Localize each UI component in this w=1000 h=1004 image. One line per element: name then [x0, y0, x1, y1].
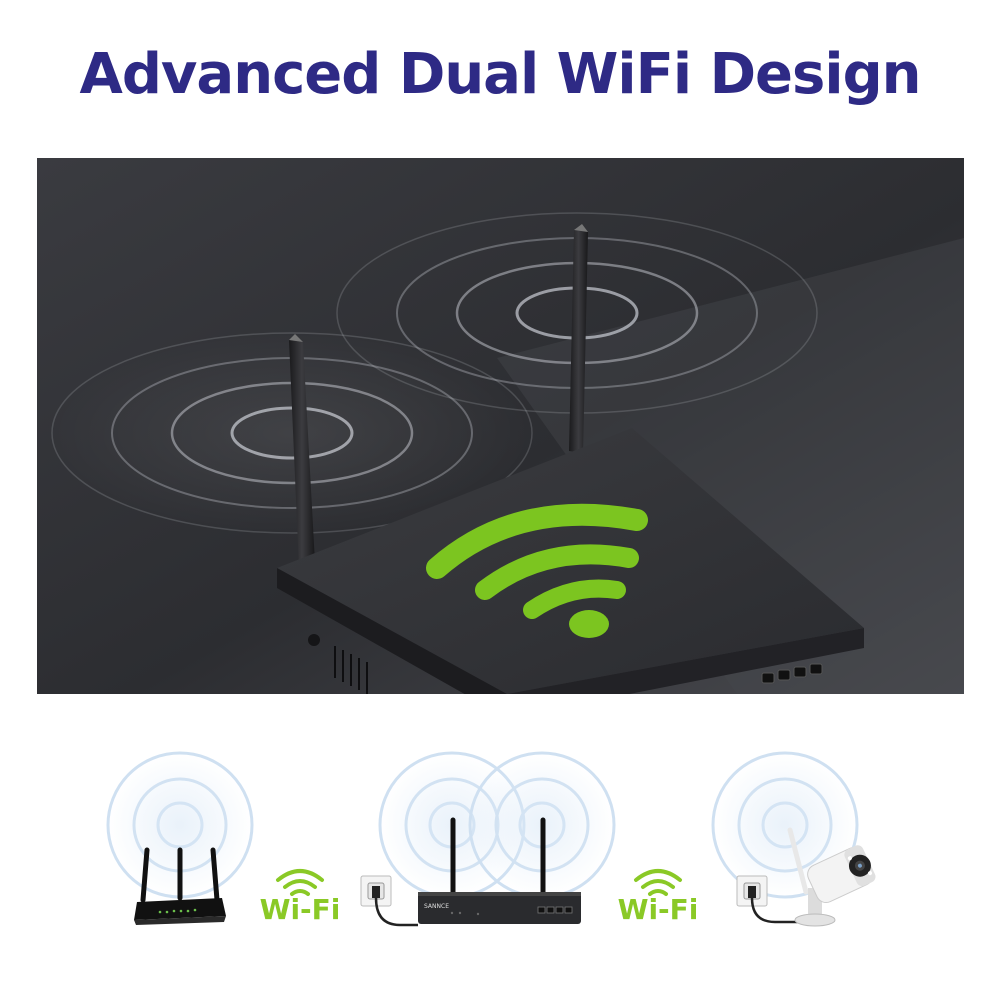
wifi-label-left: Wi-Fi — [260, 893, 341, 926]
camera-power-outlet-icon — [736, 875, 810, 924]
camera-signal-rings — [711, 751, 859, 899]
nvr-icon: SANNCE — [418, 817, 581, 924]
wifi-icon-left — [276, 869, 324, 896]
wifi-label-right: Wi-Fi — [618, 893, 699, 926]
wifi-icon-right — [634, 869, 682, 896]
camera-icon — [787, 827, 876, 927]
antenna-left — [289, 334, 315, 568]
wifi-logo-large — [426, 503, 648, 619]
wifi-dot — [569, 610, 609, 638]
nvr-device — [277, 428, 864, 694]
router-icon — [134, 847, 226, 925]
nvr-signal-rings — [378, 751, 616, 899]
antenna-right — [569, 224, 588, 453]
hero-image — [37, 158, 964, 694]
nvr-brand: SANNCE — [424, 903, 449, 910]
connection-diagram: Wi-Fi SANNCE — [0, 700, 1000, 1000]
power-outlet-icon — [360, 875, 418, 927]
page-title: Advanced Dual WiFi Design — [79, 42, 921, 107]
